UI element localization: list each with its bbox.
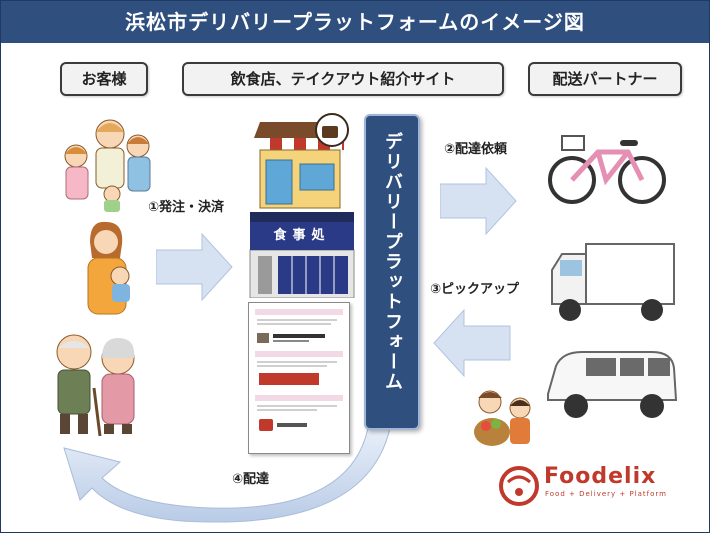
step-request: ②配達依頼 xyxy=(444,142,508,157)
bicycle-illustration xyxy=(548,135,666,204)
foodelix-tagline: Food + Delivery + Platform xyxy=(545,490,667,498)
platform-label: デリバリープラットフォーム xyxy=(382,132,403,392)
label-restaurant: 飲食店、テイクアウト紹介サイト xyxy=(182,62,504,96)
label-partner: 配送パートナー xyxy=(528,62,682,96)
takeout-site-document xyxy=(248,302,350,454)
mother-child-illustration xyxy=(87,221,130,315)
platform-box: デリバリープラットフォーム xyxy=(364,114,420,430)
foodelix-logo-text: Foodelix xyxy=(544,464,657,489)
step-order: ①発注・決済 xyxy=(148,200,225,215)
shop-illustration xyxy=(249,212,355,298)
step-pickup: ③ピックアップ xyxy=(430,282,520,297)
family-illustration xyxy=(64,119,151,212)
elderly-couple-illustration xyxy=(56,334,135,437)
cafe-illustration xyxy=(254,113,349,209)
diagram-title: 浜松市デリバリープラットフォームのイメージ図 xyxy=(1,1,709,43)
truck-illustration xyxy=(551,243,675,321)
document-content-graphic xyxy=(255,309,343,431)
foodelix-logo-icon xyxy=(499,466,539,506)
delivery-people-illustration xyxy=(474,390,531,446)
arrow-pickup xyxy=(433,308,511,378)
van-illustration xyxy=(547,351,678,418)
arrow-order xyxy=(156,232,233,302)
arrow-request xyxy=(440,166,517,236)
shop-sign: 食事処 xyxy=(250,222,354,250)
step-delivery: ④配達 xyxy=(232,472,270,487)
label-customer: お客様 xyxy=(60,62,148,96)
